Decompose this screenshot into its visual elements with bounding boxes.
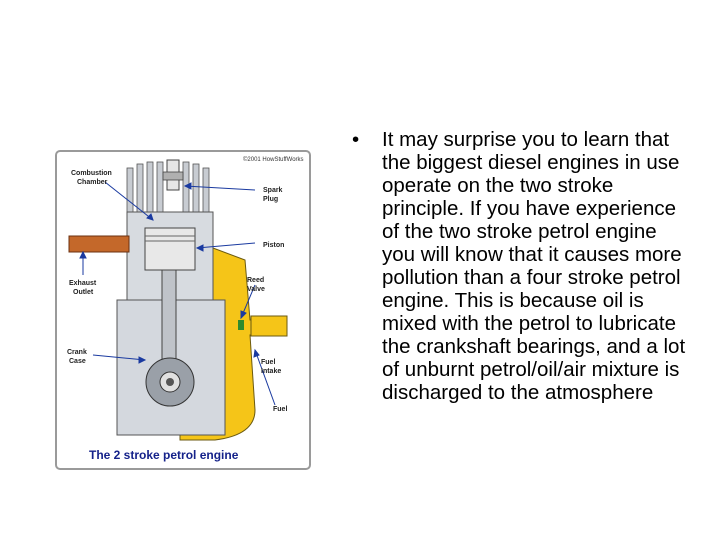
label-combustion-chamber-1: Combustion	[71, 170, 112, 177]
engine-illustration: ©2001 HowStuffWorks	[55, 150, 311, 470]
label-crank-case-1: Crank	[67, 349, 87, 356]
copyright-text: ©2001 HowStuffWorks	[243, 156, 304, 163]
exhaust-pipe	[68, 235, 130, 253]
engine-diagram: ©2001 HowStuffWorks	[55, 150, 311, 470]
label-reed-valve-2: Valve	[247, 286, 265, 293]
label-fuel-intake-2: Intake	[261, 368, 281, 375]
bullet-point: • It may surprise you to learn that the …	[352, 128, 692, 404]
fuel-intake-pipe	[250, 315, 288, 337]
bullet-marker: •	[352, 128, 360, 151]
label-arrows	[79, 181, 276, 406]
label-spark-plug-2: Plug	[263, 196, 278, 203]
label-crank-case-2: Case	[69, 358, 86, 365]
label-fuel: Fuel	[273, 406, 287, 413]
label-exhaust-outlet-1: Exhaust	[69, 280, 97, 287]
label-reed-valve-1: Reed	[247, 277, 264, 284]
cylinder-fins	[126, 161, 210, 217]
label-fuel-intake-1: Fuel	[261, 359, 275, 366]
piston-shape	[144, 227, 196, 271]
label-piston: Piston	[263, 242, 284, 249]
label-exhaust-outlet-2: Outlet	[73, 289, 94, 296]
bullet-text: It may surprise you to learn that the bi…	[382, 128, 686, 404]
diagram-title: The 2 stroke petrol engine	[89, 448, 239, 462]
reed-valve-shape	[238, 320, 244, 330]
label-spark-plug-1: Spark	[263, 187, 283, 194]
label-combustion-chamber-2: Chamber	[77, 179, 108, 186]
